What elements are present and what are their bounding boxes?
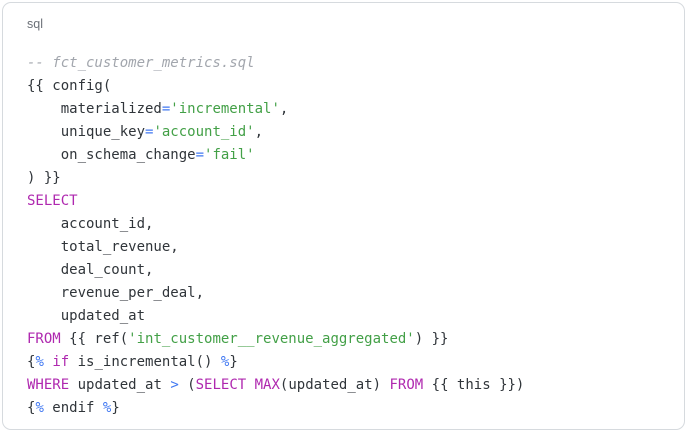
token-operator: =	[195, 147, 205, 163]
token-plain: ,	[254, 124, 264, 140]
code-line: materialized='incremental',	[27, 98, 664, 121]
token-plain: updated_at	[27, 308, 146, 324]
token-string: 'account_id'	[153, 124, 255, 140]
code-line: account_id,	[27, 213, 664, 236]
token-plain: endif	[43, 400, 103, 416]
token-keyword: WHERE	[27, 377, 70, 393]
code-line: WHERE updated_at > (SELECT MAX(updated_a…	[27, 374, 664, 397]
token-keyword: if	[52, 354, 70, 370]
token-plain: revenue_per_deal,	[27, 285, 205, 301]
code-line: {{ config(	[27, 75, 664, 98]
token-plain: total_revenue,	[27, 239, 179, 255]
token-operator: %	[102, 400, 112, 416]
token-plain: deal_count,	[27, 262, 154, 278]
token-comment: -- fct_customer_metrics.sql	[27, 55, 255, 71]
token-plain: ,	[279, 101, 289, 117]
token-keyword: FROM	[27, 331, 61, 347]
token-plain: ) }}	[27, 170, 61, 186]
token-plain: account_id,	[27, 216, 154, 232]
token-string: 'int_customer__revenue_aggregated'	[128, 331, 415, 347]
code-line: FROM {{ ref('int_customer__revenue_aggre…	[27, 328, 664, 351]
token-plain	[246, 377, 254, 393]
token-plain: ) }}	[414, 331, 449, 347]
token-plain: unique_key	[27, 124, 146, 140]
code-line: updated_at	[27, 305, 664, 328]
token-plain: materialized	[27, 101, 162, 117]
token-operator: =	[145, 124, 154, 140]
token-plain: (	[178, 377, 196, 393]
token-operator: %	[35, 354, 44, 370]
token-plain: {	[27, 400, 36, 416]
code-line: {% if is_incremental() %}	[27, 351, 664, 374]
token-plain: (updated_at)	[279, 377, 390, 393]
token-keyword: SELECT	[195, 377, 247, 393]
code-line: -- fct_customer_metrics.sql	[27, 52, 664, 75]
token-plain: updated_at	[69, 377, 171, 393]
code-line: on_schema_change='fail'	[27, 144, 664, 167]
token-plain: {{ ref(	[60, 331, 129, 347]
code-lines: -- fct_customer_metrics.sql {{ config( ma…	[27, 52, 664, 420]
token-plain: on_schema_change	[27, 147, 196, 163]
token-plain: {{ config(	[27, 78, 112, 94]
token-keyword: FROM	[389, 377, 424, 393]
code-line: revenue_per_deal,	[27, 282, 664, 305]
token-operator: %	[220, 354, 230, 370]
token-plain: }	[229, 354, 238, 370]
code-line: unique_key='account_id',	[27, 121, 664, 144]
code-block: sql -- fct_customer_metrics.sql {{ config…	[2, 2, 685, 430]
token-operator: >	[170, 377, 179, 393]
token-plain: {{ this }})	[423, 377, 525, 393]
token-keyword: SELECT	[27, 193, 78, 209]
token-string: 'fail'	[204, 147, 255, 163]
code-line: {% endif %}	[27, 397, 664, 420]
token-operator: %	[35, 400, 44, 416]
code-line: total_revenue,	[27, 236, 664, 259]
token-plain: {	[27, 354, 36, 370]
code-line: SELECT	[27, 190, 664, 213]
token-keyword: MAX	[254, 377, 280, 393]
token-operator: =	[161, 101, 171, 117]
token-plain: }	[111, 400, 120, 416]
token-string: 'incremental'	[170, 101, 280, 117]
token-plain: is_incremental()	[69, 354, 221, 370]
code-line: ) }}	[27, 167, 664, 190]
code-line: deal_count,	[27, 259, 664, 282]
language-label: sql	[27, 17, 43, 31]
